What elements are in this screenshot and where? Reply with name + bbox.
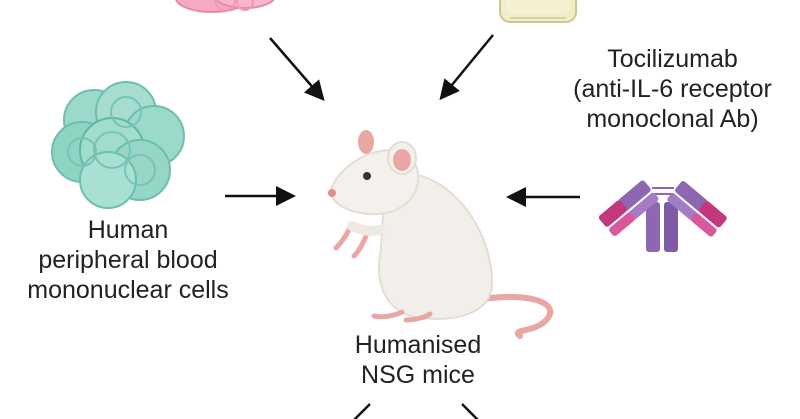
arrow-from-vial [439, 34, 494, 101]
arrow-out-left [353, 403, 371, 419]
vial-icon [499, 0, 577, 23]
pbmc-label-line-3: mononuclear cells [27, 276, 229, 304]
tocilizumab-label-line-1: Tocilizumab [607, 45, 738, 73]
pbmc-label-line-1: Human [87, 216, 169, 244]
tocilizumab-label: Tocilizumab (anti-IL-6 receptor monoclon… [545, 44, 800, 134]
tocilizumab-label-line-3: monoclonal Ab) [586, 105, 759, 133]
arrow-from-pink-cells [269, 37, 325, 102]
mice-label-line-2: NSG mice [361, 361, 475, 389]
mice-label-line-1: Humanised [354, 331, 482, 359]
pink-cell-cluster-icon [175, 0, 275, 13]
arrow-out-right [461, 403, 479, 419]
tocilizumab-label-line-2: (anti-IL-6 receptor [573, 75, 772, 103]
pbmc-label-line-2: peripheral blood [38, 246, 218, 274]
antibody-icon [598, 180, 727, 252]
mouse-icon [328, 130, 554, 339]
teal-cell-cluster-icon [51, 81, 185, 209]
mice-label: Humanised NSG mice [318, 330, 518, 390]
pbmc-label: Human peripheral blood mononuclear cells [0, 215, 256, 305]
